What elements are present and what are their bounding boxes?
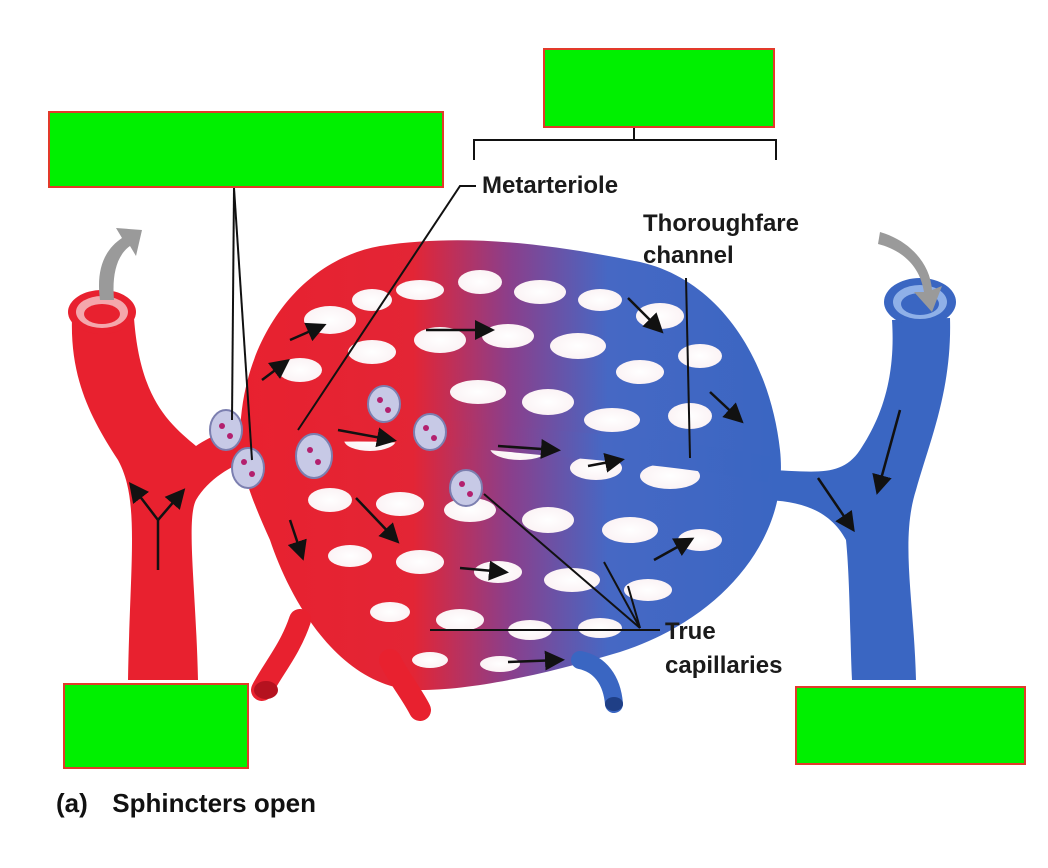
answer-box-bottom-left[interactable] bbox=[63, 683, 249, 769]
arteriole-vessel bbox=[68, 290, 301, 680]
capillary-mesh bbox=[240, 240, 781, 690]
leader-lines bbox=[231, 128, 777, 631]
label-true-capillaries-line2: capillaries bbox=[665, 652, 783, 679]
figure-caption: (a) Sphincters open bbox=[56, 788, 316, 819]
label-thoroughfare-line2: channel bbox=[643, 242, 734, 269]
label-true-capillaries-line1: True bbox=[665, 618, 716, 645]
answer-box-top-left[interactable] bbox=[48, 111, 444, 188]
label-thoroughfare-line1: Thoroughfare bbox=[643, 210, 799, 237]
venule-vessel bbox=[760, 278, 956, 680]
flow-arrow-icon bbox=[98, 228, 942, 312]
label-metarteriole: Metarteriole bbox=[482, 172, 619, 199]
answer-box-top-center[interactable] bbox=[543, 48, 775, 128]
venous-branch-stub bbox=[571, 651, 623, 713]
answer-box-bottom-right[interactable] bbox=[795, 686, 1026, 765]
caption-text: Sphincters open bbox=[112, 788, 316, 818]
caption-prefix: (a) bbox=[56, 788, 88, 818]
sphincter-ring-icon bbox=[209, 385, 483, 507]
arterial-branch-stubs bbox=[251, 609, 431, 721]
flow-direction-arrows bbox=[128, 297, 902, 671]
